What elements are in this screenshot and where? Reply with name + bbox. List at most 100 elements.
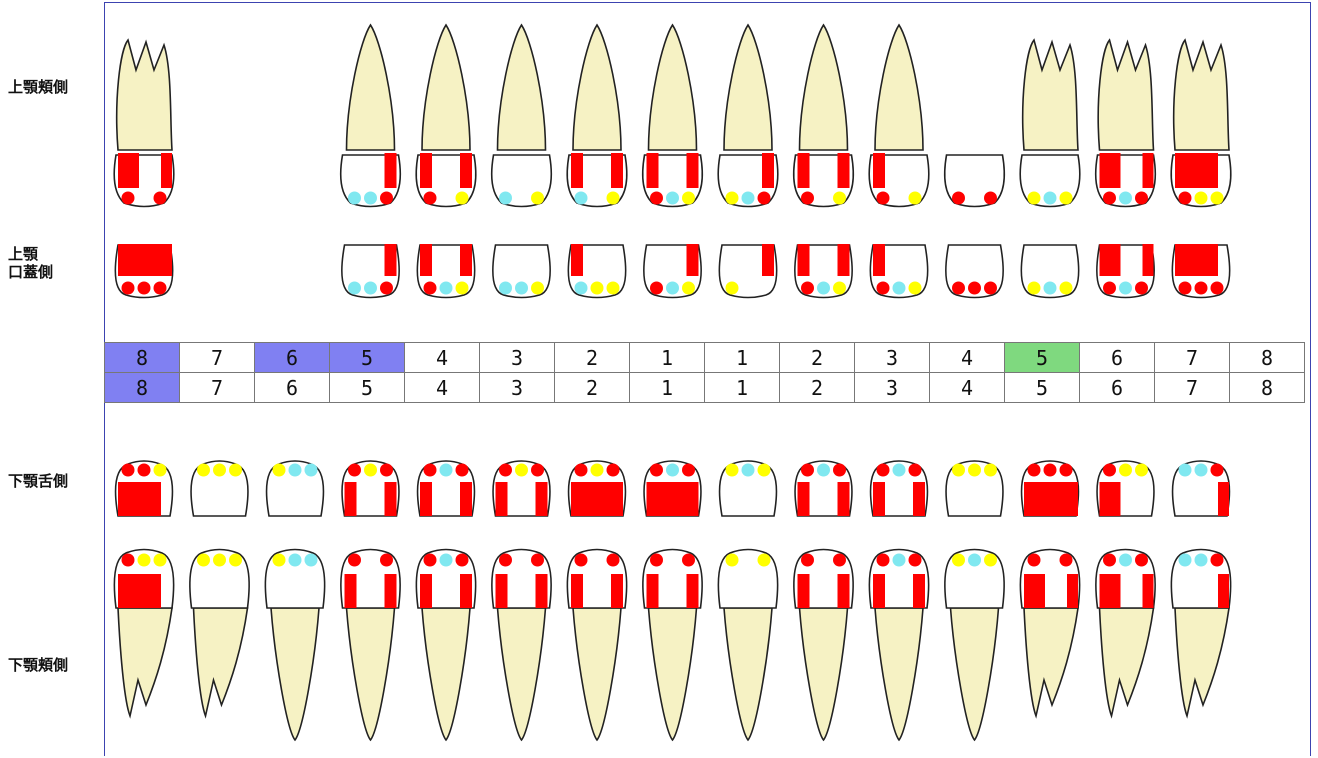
lower-lingual-filling-10-segment-1 <box>797 482 810 516</box>
lower-buccal-filling-1-segment-1 <box>118 574 139 608</box>
upper-tooth-4 <box>339 23 402 299</box>
lower-buccal-dot-1 <box>121 553 135 567</box>
lower-tooth-number-cell-1[interactable]: 8 <box>104 372 180 403</box>
lower-tooth-number-cell-14[interactable]: 6 <box>1079 372 1155 403</box>
upper-palatal-dot-3 <box>1210 281 1224 295</box>
upper-tooth-number-cell-5[interactable]: 4 <box>404 342 480 373</box>
lower-root-14 <box>1098 607 1155 719</box>
lower-tooth-number-cell-15[interactable]: 7 <box>1154 372 1230 403</box>
lower-tooth-11 <box>868 460 930 742</box>
upper-tooth-number-cell-8[interactable]: 1 <box>629 342 705 373</box>
lower-lingual-dot-3 <box>984 463 997 477</box>
lower-lingual-dot-1 <box>197 463 210 477</box>
lower-tooth-number-cell-13[interactable]: 5 <box>1004 372 1080 403</box>
upper-tooth-number-cell-15[interactable]: 7 <box>1154 342 1230 373</box>
lower-root-4 <box>345 607 396 742</box>
lower-lingual-filling-5-segment-3 <box>460 482 472 516</box>
upper-buccal-filling-11-segment-1 <box>873 153 885 188</box>
upper-tooth-number-cell-11[interactable]: 3 <box>854 342 930 373</box>
lower-lingual-dot-3 <box>229 463 242 477</box>
upper-buccal-filling-15-segment-2 <box>1196 153 1218 188</box>
upper-buccal-filling-14-segment-1 <box>1099 153 1121 188</box>
lower-buccal-dot-2 <box>439 553 453 567</box>
upper-tooth-number-cell-4[interactable]: 5 <box>329 342 405 373</box>
lower-tooth-2 <box>189 460 250 719</box>
lower-tooth-10 <box>793 460 854 742</box>
lower-tooth-number-cell-6[interactable]: 3 <box>479 372 555 403</box>
upper-tooth-number-cell-12[interactable]: 4 <box>929 342 1005 373</box>
lower-root-7 <box>572 607 622 742</box>
upper-palatal-dot-2 <box>892 281 906 295</box>
lower-tooth-15 <box>1170 460 1232 719</box>
lower-buccal-dot-1 <box>574 553 588 567</box>
lower-tooth-number-cell-12[interactable]: 4 <box>929 372 1005 403</box>
upper-tooth-number-cell-14[interactable]: 6 <box>1079 342 1155 373</box>
upper-tooth-number-cell-13[interactable]: 5 <box>1004 342 1080 373</box>
upper-palatal-dot-3 <box>984 281 997 295</box>
lower-root-6 <box>496 607 547 742</box>
lower-lingual-dot-3 <box>153 463 167 477</box>
lower-tooth-number-cell-8[interactable]: 1 <box>629 372 705 403</box>
upper-root-9 <box>723 23 773 151</box>
lower-buccal-dot-3 <box>229 553 242 567</box>
lower-tooth-12 <box>944 460 1005 742</box>
lower-tooth-number-cell-4[interactable]: 5 <box>329 372 405 403</box>
upper-root-10 <box>798 23 849 151</box>
lower-buccal-filling-14-segment-3 <box>1142 574 1154 608</box>
lower-tooth-number-cell-11[interactable]: 3 <box>854 372 930 403</box>
lower-tooth-1 <box>113 460 175 719</box>
upper-tooth-number-cell-2[interactable]: 7 <box>179 342 255 373</box>
lower-lingual-filling-4-segment-3 <box>384 482 397 516</box>
upper-palatal-dot-2 <box>1119 281 1132 295</box>
lower-tooth-number-cell-5[interactable]: 4 <box>404 372 480 403</box>
lower-buccal-dot-3 <box>304 553 318 567</box>
upper-root-1 <box>115 38 173 151</box>
upper-tooth-number-cell-10[interactable]: 2 <box>779 342 855 373</box>
upper-tooth-number-cell-6[interactable]: 3 <box>479 342 555 373</box>
lower-lingual-filling-6-segment-1 <box>495 482 508 516</box>
lower-tooth-9 <box>717 460 779 742</box>
lower-buccal-dot-2 <box>1194 553 1208 567</box>
upper-buccal-dot-1 <box>801 191 814 205</box>
upper-buccal-dot-3 <box>984 191 997 205</box>
upper-palatal-filling-8-segment-3 <box>686 244 699 276</box>
lower-buccal-filling-6-segment-1 <box>495 574 508 608</box>
upper-buccal-dot-2 <box>1194 191 1208 205</box>
lower-lingual-dot-3 <box>833 463 846 477</box>
lower-lingual-filling-7-segment-2 <box>583 482 611 516</box>
upper-palatal-filling-14-segment-1 <box>1099 244 1121 276</box>
lower-buccal-dot-3 <box>606 553 620 567</box>
lower-tooth-7 <box>566 460 628 742</box>
upper-tooth-15 <box>1170 38 1232 299</box>
upper-root-11 <box>874 23 924 151</box>
lower-tooth-number-cell-3[interactable]: 6 <box>254 372 330 403</box>
upper-tooth-number-cell-7[interactable]: 2 <box>554 342 630 373</box>
lower-lingual-filling-7-segment-1 <box>571 482 583 516</box>
upper-buccal-filling-7-segment-1 <box>571 153 583 188</box>
upper-root-7 <box>572 23 622 151</box>
upper-palatal-dot-3 <box>1135 281 1148 295</box>
upper-buccal-dot-3 <box>153 191 167 205</box>
lower-lingual-dot-2 <box>1194 463 1208 477</box>
lower-buccal-dot-1 <box>348 553 361 567</box>
lower-buccal-dot-2 <box>137 553 151 567</box>
lower-lingual-filling-11-segment-3 <box>913 482 925 516</box>
lower-tooth-number-cell-9[interactable]: 1 <box>704 372 780 403</box>
lower-tooth-number-cell-16[interactable]: 8 <box>1229 372 1305 403</box>
upper-tooth-number-cell-9[interactable]: 1 <box>704 342 780 373</box>
lower-tooth-number-cell-10[interactable]: 2 <box>779 372 855 403</box>
lower-tooth-5 <box>415 460 477 742</box>
upper-palatal-dot-1 <box>423 281 437 295</box>
lower-lingual-dot-1 <box>121 463 135 477</box>
upper-buccal-dot-1 <box>1178 191 1192 205</box>
upper-tooth-10 <box>792 23 855 299</box>
lower-root-8 <box>647 607 698 742</box>
upper-tooth-number-cell-16[interactable]: 8 <box>1229 342 1305 373</box>
upper-tooth-number-cell-1[interactable]: 8 <box>104 342 180 373</box>
lower-tooth-number-cell-2[interactable]: 7 <box>179 372 255 403</box>
upper-tooth-number-cell-3[interactable]: 6 <box>254 342 330 373</box>
lower-lingual-dot-3 <box>606 463 620 477</box>
lower-buccal-filling-10-segment-3 <box>837 574 850 608</box>
lower-tooth-number-cell-7[interactable]: 2 <box>554 372 630 403</box>
